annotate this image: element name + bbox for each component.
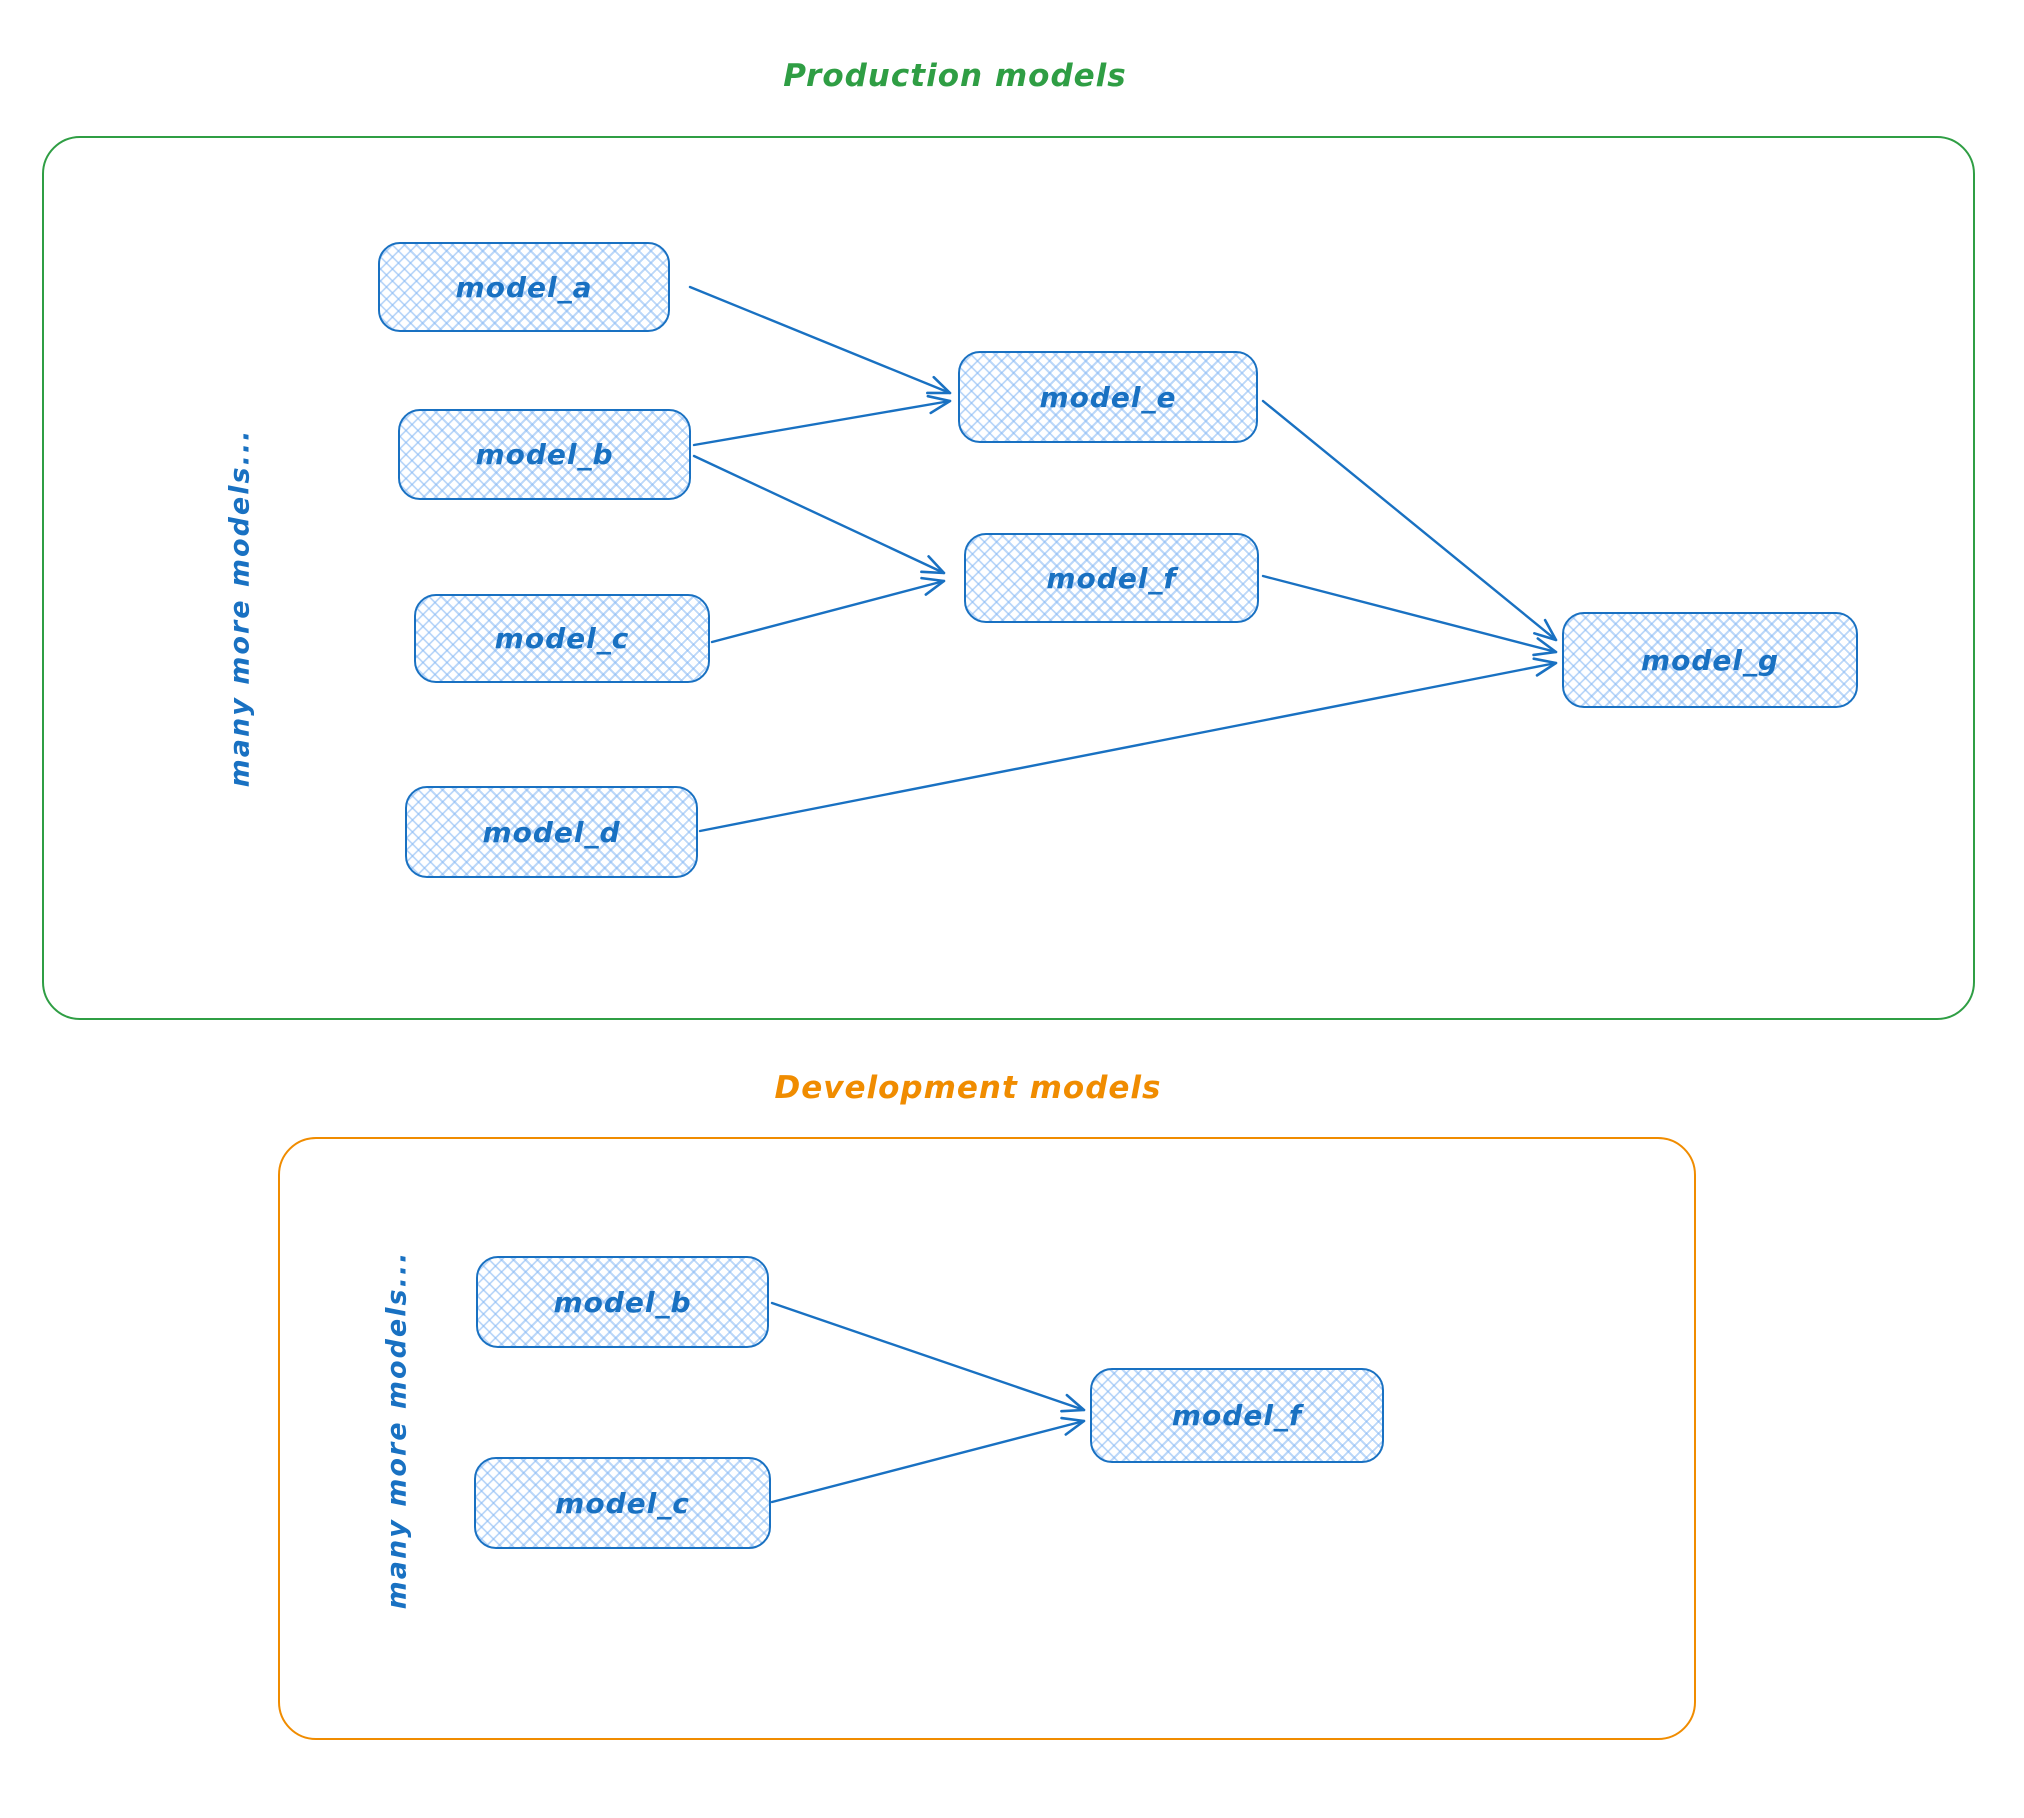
node-production-model_d: model_d <box>405 786 698 878</box>
node-label: model_f <box>1046 561 1177 595</box>
node-production-model_f: model_f <box>964 533 1259 623</box>
node-development-model_c: model_c <box>474 1457 771 1549</box>
node-production-model_a: model_a <box>378 242 670 332</box>
development-section-frame <box>278 1137 1696 1740</box>
production-section-frame <box>42 136 1975 1020</box>
node-production-model_e: model_e <box>958 351 1258 443</box>
node-development-model_f: model_f <box>1090 1368 1384 1463</box>
node-label: model_c <box>555 1486 690 1520</box>
node-development-model_b: model_b <box>476 1256 769 1348</box>
node-production-model_g: model_g <box>1562 612 1858 708</box>
development-section-title: Development models <box>774 1070 1162 1106</box>
production-side-label: many more models... <box>224 428 256 788</box>
node-label: model_b <box>553 1285 692 1319</box>
node-label: model_g <box>1640 643 1780 677</box>
node-label: model_e <box>1039 380 1177 414</box>
production-section-title: Production models <box>783 58 1127 94</box>
node-label: model_a <box>455 270 593 304</box>
node-production-model_b: model_b <box>398 409 691 500</box>
development-side-label: many more models... <box>381 1250 413 1610</box>
node-production-model_c: model_c <box>414 594 710 683</box>
node-label: model_f <box>1171 1399 1303 1432</box>
node-label: model_c <box>494 622 630 655</box>
node-label: model_d <box>482 815 621 849</box>
node-label: model_b <box>475 438 614 471</box>
